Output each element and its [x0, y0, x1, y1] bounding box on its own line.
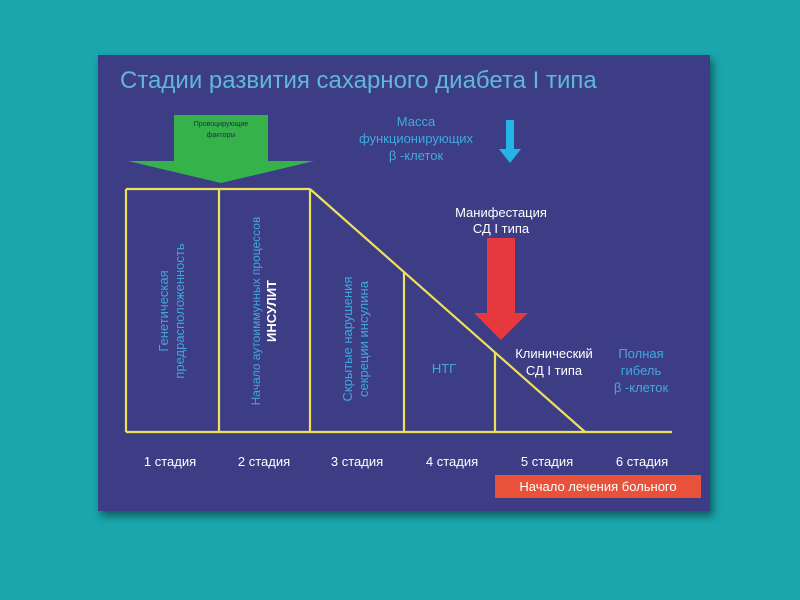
- zone2-text: Начало аутоиммунных процессов ИНСУЛИТ: [249, 217, 279, 406]
- beta-mass-line2: функционирующих: [359, 131, 474, 146]
- slide-title: Стадии развития сахарного диабета I типа: [120, 67, 597, 94]
- manifestation-line1: Манифестация: [455, 205, 547, 220]
- manifestation-line2: СД I типа: [473, 221, 530, 236]
- zone1-text: Генетическая предрасположенность: [156, 243, 187, 379]
- zone6-text: Полная гибель β -клеток: [614, 346, 669, 395]
- beta-mass-line1: Масса: [397, 114, 436, 129]
- zone2-line2: ИНСУЛИТ: [264, 280, 279, 342]
- zone1-line2: предрасположенность: [172, 243, 187, 379]
- manifestation-label: Манифестация СД I типа: [455, 205, 547, 236]
- zone3-text: Скрытые нарушения секреции инсулина: [340, 277, 371, 402]
- stages-frame: [124, 187, 672, 434]
- zone1-line1: Генетическая: [156, 270, 171, 351]
- zone5-text: Клинический СД I типа: [515, 346, 593, 378]
- treatment-start-text: Начало лечения больного: [519, 479, 676, 494]
- stage-label-2: 2 стадия: [238, 454, 290, 469]
- beta-cell-mass-label: Масса функционирующих β -клеток: [359, 114, 474, 163]
- red-down-arrow-icon: [474, 238, 528, 340]
- zone4-text: НТГ: [432, 361, 456, 376]
- stage-label-4: 4 стадия: [426, 454, 478, 469]
- zone3-line1: Скрытые нарушения: [340, 277, 355, 402]
- treatment-badge-bg: [495, 475, 701, 498]
- beta-mass-line3: β -клеток: [389, 148, 444, 163]
- stage-label-3: 3 стадия: [331, 454, 383, 469]
- zone5-line1: Клинический: [515, 346, 593, 361]
- zone6-line3: β -клеток: [614, 380, 669, 395]
- provoking-factors-line2: факторы: [207, 132, 236, 139]
- zone5-line2: СД I типа: [526, 363, 583, 378]
- zone2-line1: Начало аутоиммунных процессов: [249, 217, 263, 406]
- stage-labels: 1 стадия 2 стадия 3 стадия 4 стадия 5 ст…: [144, 454, 668, 469]
- stages-diagram: Стадии развития сахарного диабета I типа…: [120, 67, 701, 498]
- treatment-start-badge: Начало лечения больного: [495, 475, 701, 498]
- stage-label-5: 5 стадия: [521, 454, 573, 469]
- provoking-factors-arrow: Провоцирующие факторы: [128, 115, 314, 183]
- stage-label-6: 6 стадия: [616, 454, 668, 469]
- stage-label-1: 1 стадия: [144, 454, 196, 469]
- cyan-down-arrow-icon: [499, 120, 521, 163]
- zone6-line2: гибель: [621, 363, 662, 378]
- zone3-line2: секреции инсулина: [356, 280, 371, 397]
- green-down-arrow-icon: [128, 115, 314, 183]
- provoking-factors-line1: Провоцирующие: [194, 121, 249, 128]
- zone6-line1: Полная: [618, 346, 663, 361]
- slide: Стадии развития сахарного диабета I типа…: [98, 55, 710, 511]
- decline-line: [309, 188, 586, 433]
